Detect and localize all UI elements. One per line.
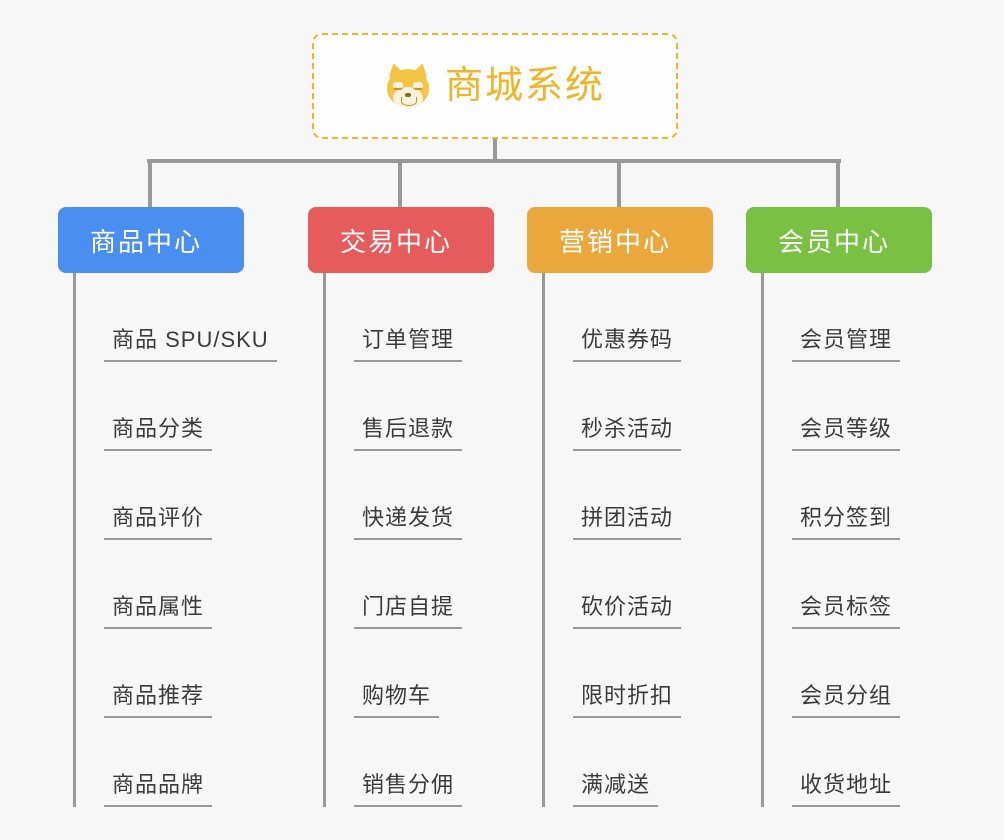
leaf-item[interactable]: 砍价活动: [545, 540, 713, 629]
leaf-item[interactable]: 会员等级: [764, 362, 932, 451]
leaf-item[interactable]: 商品推荐: [76, 629, 244, 718]
leaf-item-label: 秒杀活动: [573, 411, 682, 451]
leaf-item-label: 拼团活动: [573, 500, 682, 540]
leaf-item[interactable]: 优惠券码: [545, 273, 713, 362]
leaf-item[interactable]: 秒杀活动: [545, 362, 713, 451]
leaf-item-label: 限时折扣: [573, 678, 682, 718]
branch-trade-center: 交易中心订单管理售后退款快递发货门店自提购物车销售分佣: [308, 207, 494, 807]
leaf-item-label: 砍价活动: [573, 589, 682, 629]
leaf-item-label: 会员标签: [792, 589, 901, 629]
leaf-item-label: 商品属性: [104, 589, 213, 629]
leaf-item-label: 优惠券码: [573, 322, 682, 362]
leaf-item[interactable]: 商品分类: [76, 362, 244, 451]
leaf-item[interactable]: 满减送: [545, 718, 713, 807]
branch-card-trade-center[interactable]: 交易中心: [308, 207, 494, 273]
leaf-item[interactable]: 积分签到: [764, 451, 932, 540]
connector-horizontal-bar: [147, 159, 841, 163]
branch-items-trade-center: 订单管理售后退款快递发货门店自提购物车销售分佣: [323, 273, 494, 807]
leaf-item[interactable]: 快递发货: [326, 451, 494, 540]
leaf-item[interactable]: 商品属性: [76, 540, 244, 629]
connector-root-stem: [493, 139, 497, 163]
shiba-inu-dog-face-icon: [385, 61, 431, 109]
leaf-item-label: 收货地址: [792, 767, 901, 807]
leaf-item[interactable]: 收货地址: [764, 718, 932, 807]
leaf-item[interactable]: 会员分组: [764, 629, 932, 718]
leaf-item[interactable]: 购物车: [326, 629, 494, 718]
leaf-item-label: 快递发货: [354, 500, 463, 540]
branch-items-marketing-center: 优惠券码秒杀活动拼团活动砍价活动限时折扣满减送: [542, 273, 713, 807]
shiba-mouth-icon: [400, 97, 417, 106]
leaf-item-label: 商品评价: [104, 500, 213, 540]
leaf-item[interactable]: 订单管理: [326, 273, 494, 362]
leaf-item[interactable]: 会员管理: [764, 273, 932, 362]
leaf-item-label: 购物车: [354, 678, 440, 718]
leaf-item-label: 商品分类: [104, 411, 213, 451]
branch-member-center: 会员中心会员管理会员等级积分签到会员标签会员分组收货地址: [746, 207, 932, 807]
branch-card-member-center[interactable]: 会员中心: [746, 207, 932, 273]
leaf-item-label: 商品品牌: [104, 767, 213, 807]
leaf-item[interactable]: 售后退款: [326, 362, 494, 451]
branch-marketing-center: 营销中心优惠券码秒杀活动拼团活动砍价活动限时折扣满减送: [527, 207, 713, 807]
leaf-item-label: 销售分佣: [354, 767, 463, 807]
branch-product-center: 商品中心商品 SPU/SKU 商品分类商品评价商品属性商品推荐商品品牌: [58, 207, 277, 807]
leaf-item[interactable]: 商品 SPU/SKU: [76, 273, 277, 362]
leaf-item-label: 订单管理: [354, 322, 463, 362]
leaf-item[interactable]: 拼团活动: [545, 451, 713, 540]
leaf-item[interactable]: 会员标签: [764, 540, 932, 629]
leaf-item[interactable]: 门店自提: [326, 540, 494, 629]
connector-drop-marketing-center: [617, 159, 621, 209]
leaf-item-label: 商品 SPU/SKU: [104, 322, 277, 362]
leaf-item[interactable]: 限时折扣: [545, 629, 713, 718]
leaf-item-label: 会员等级: [792, 411, 901, 451]
shiba-nose-icon: [404, 93, 411, 97]
leaf-item-label: 门店自提: [354, 589, 463, 629]
branch-items-product-center: 商品 SPU/SKU 商品分类商品评价商品属性商品推荐商品品牌: [73, 273, 277, 807]
branch-items-member-center: 会员管理会员等级积分签到会员标签会员分组收货地址: [761, 273, 932, 807]
shiba-eye-left-icon: [392, 82, 403, 90]
shiba-head-icon: [386, 69, 429, 107]
leaf-item-label: 会员分组: [792, 678, 901, 718]
leaf-item-label: 积分签到: [792, 500, 901, 540]
root-title: 商城系统: [444, 65, 605, 107]
leaf-item[interactable]: 销售分佣: [326, 718, 494, 807]
connector-drop-product-center: [148, 159, 152, 209]
leaf-item-label: 会员管理: [792, 322, 901, 362]
leaf-item[interactable]: 商品品牌: [76, 718, 244, 807]
leaf-item-label: 商品推荐: [104, 678, 213, 718]
connector-drop-trade-center: [398, 159, 402, 209]
root-node[interactable]: 商城系统: [312, 33, 678, 139]
branch-card-marketing-center[interactable]: 营销中心: [527, 207, 713, 273]
leaf-item[interactable]: 商品评价: [76, 451, 244, 540]
leaf-item-label: 满减送: [573, 767, 659, 807]
branch-card-product-center[interactable]: 商品中心: [58, 207, 244, 273]
leaf-item-label: 售后退款: [354, 411, 463, 451]
shiba-eye-right-icon: [412, 82, 423, 90]
connector-drop-member-center: [836, 159, 840, 209]
